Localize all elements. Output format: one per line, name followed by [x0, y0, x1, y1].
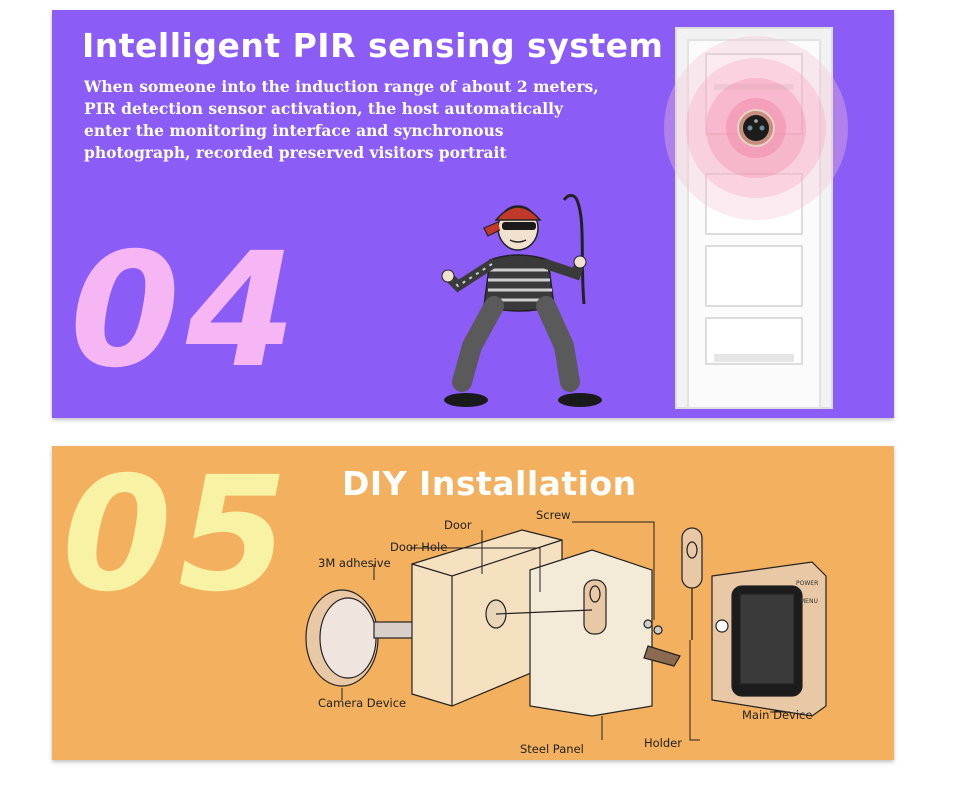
label-door-hole: Door Hole — [390, 540, 448, 554]
label-steel-panel: Steel Panel — [520, 742, 584, 756]
device-menu-label: MENU — [800, 598, 818, 605]
section-number-05: 05 — [62, 443, 294, 627]
label-main-device: Main Device — [742, 708, 813, 722]
label-holder: Holder — [644, 736, 682, 750]
section-number-04: 04 — [70, 219, 302, 403]
pir-section: Intelligent PIR sensing system When some… — [52, 10, 894, 418]
label-screw: Screw — [536, 508, 571, 522]
diy-title: DIY Installation — [342, 464, 637, 503]
pir-description: When someone into the induction range of… — [84, 77, 599, 162]
installation-diagram — [305, 521, 827, 741]
label-3m-adhesive: 3M adhesive — [318, 556, 391, 570]
label-camera-device: Camera Device — [318, 696, 407, 710]
thief-illustration — [441, 193, 602, 407]
device-power-label: POWER — [796, 580, 819, 587]
diy-section: 05 DIY Installation — [52, 446, 894, 760]
pir-title: Intelligent PIR sensing system — [82, 26, 664, 65]
label-door: Door — [444, 518, 472, 532]
door-illustration — [664, 27, 848, 409]
